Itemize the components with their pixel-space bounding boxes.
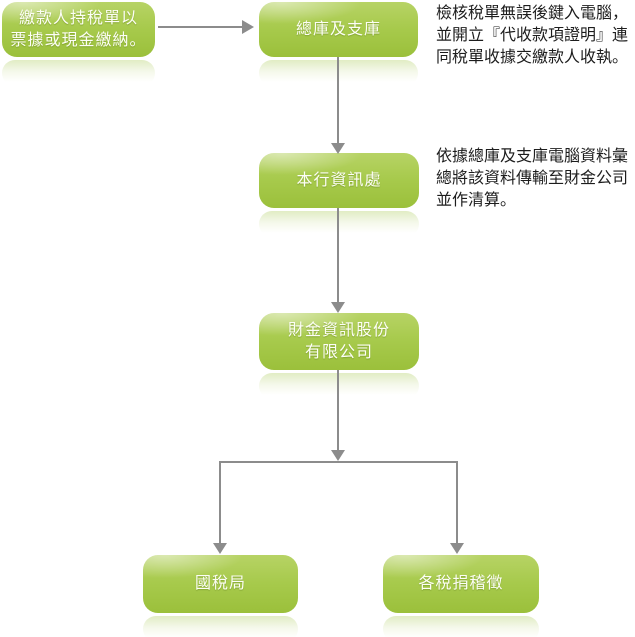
connector-junction-to-national-tax <box>219 461 221 544</box>
connector-branch-bar <box>219 461 458 463</box>
arrowhead-down-icon <box>331 143 345 154</box>
connector-junction-to-tax-offices <box>456 461 458 544</box>
node-national-tax-bureau: 國稅局 <box>143 555 298 637</box>
arrowhead-down-icon <box>213 543 227 554</box>
annotation-treasury-step: 檢核稅單無誤後鍵入電腦，並開立『代收款項證明』連同稅單收據交繳款人收執。 <box>436 5 629 66</box>
arrowhead-down-icon <box>331 302 345 313</box>
connector-fisc-to-junction <box>337 370 339 451</box>
annotation-info-dept-step: 依據總庫及支庫電腦資料彙總將該資料傳輸至財金公司並作清算。 <box>436 148 629 209</box>
connector-taxpayer-to-treasury <box>158 26 242 28</box>
connector-info-dept-to-fisc <box>337 208 339 303</box>
node-treasury: 總庫及支庫 <box>259 2 418 86</box>
node-tax-collection-offices: 各稅捐稽徵 <box>383 555 539 637</box>
connector-treasury-to-info-dept <box>337 57 339 144</box>
node-financial-information-service-co: 財金資訊股份 有限公司 <box>259 313 419 399</box>
arrowhead-down-icon <box>331 450 345 461</box>
arrowhead-down-icon <box>450 543 464 554</box>
arrowhead-right-icon <box>242 20 254 34</box>
node-bank-information-department: 本行資訊處 <box>259 153 419 237</box>
node-taxpayer: 繳款人持稅單以 票據或現金繳納。 <box>2 2 155 86</box>
